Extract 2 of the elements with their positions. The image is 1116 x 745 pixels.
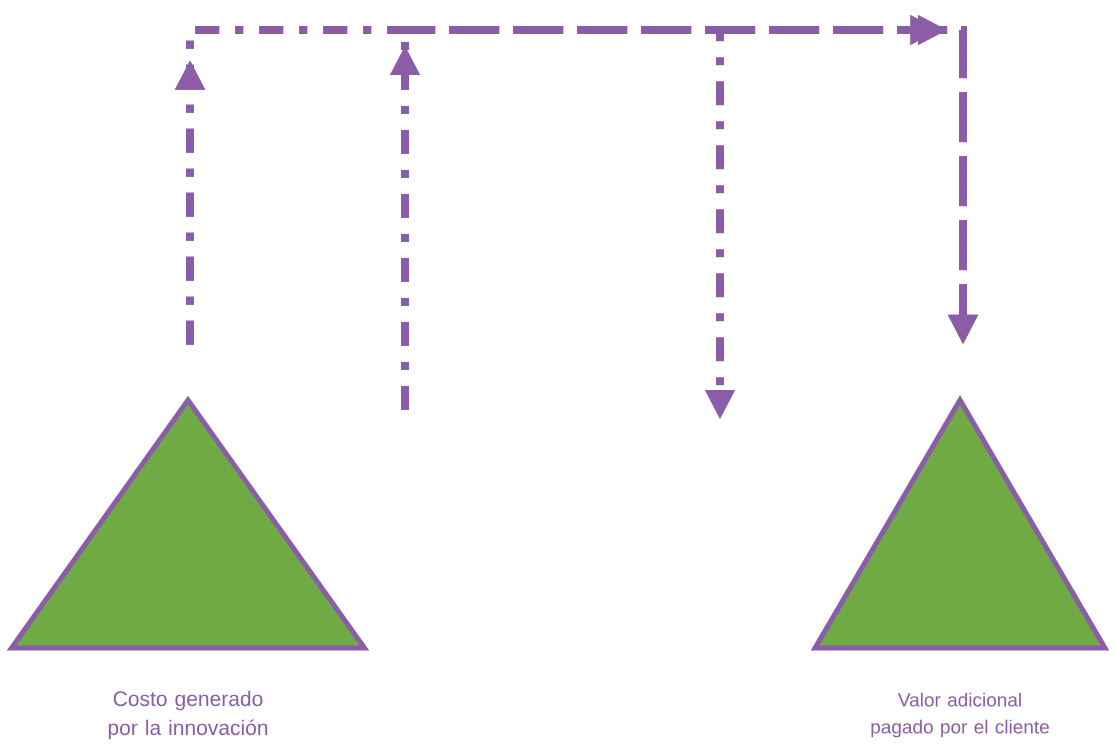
node-label: Valor adicional pagado por el cliente bbox=[871, 692, 1049, 738]
node-label: Costo generado por la innovación bbox=[108, 690, 268, 740]
